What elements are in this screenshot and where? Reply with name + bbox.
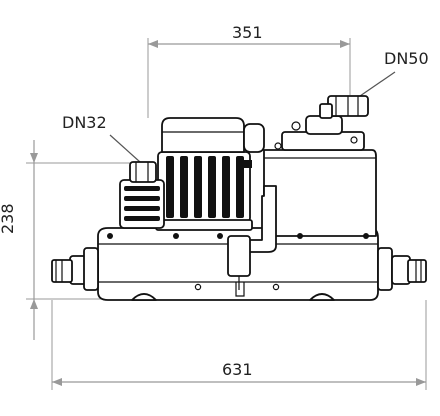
dn50-leader <box>359 71 396 97</box>
dimension-total-width-label: 631 <box>222 360 253 379</box>
dn32-label: DN32 <box>62 113 107 132</box>
left-inlet-connector <box>51 247 99 291</box>
dimension-height-label: 238 <box>0 203 17 234</box>
dn32-leader <box>109 134 141 163</box>
dn50-label: DN50 <box>384 49 429 68</box>
dimension-top-width <box>147 38 351 118</box>
body-screws <box>107 233 369 239</box>
right-outlet-connector <box>377 247 427 291</box>
dimension-top-width-label: 351 <box>232 23 263 42</box>
dn32-inlet-pipe <box>119 161 165 229</box>
dn50-outlet-pipe <box>319 95 369 119</box>
motor <box>155 117 265 231</box>
connecting-pipe <box>227 185 277 290</box>
collection-tank <box>263 115 377 237</box>
dimension-total-width <box>51 300 427 390</box>
